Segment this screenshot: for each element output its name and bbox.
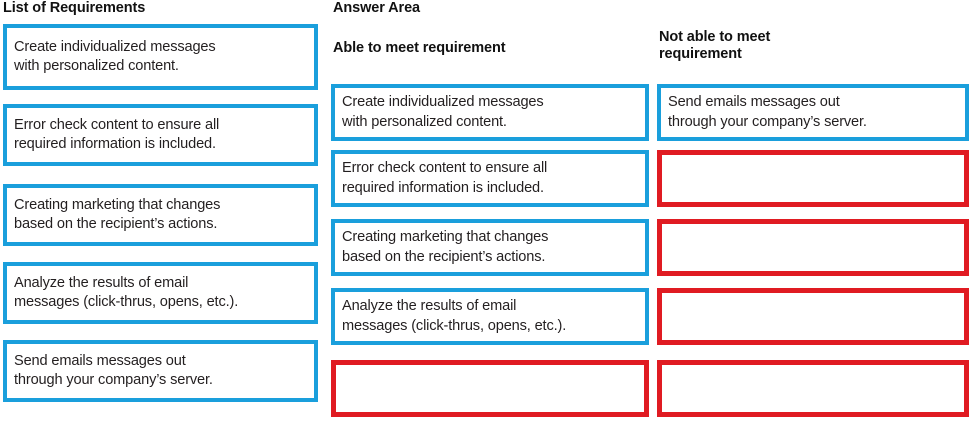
requirement-tile[interactable]: Creating marketing that changes based on…	[3, 184, 318, 246]
able-drop-slot-label: Analyze the results of email messages (c…	[342, 298, 567, 334]
requirement-tile[interactable]: Create individualized messages with pers…	[3, 24, 318, 90]
requirement-tile[interactable]: Send emails messages out through your co…	[3, 340, 318, 402]
requirement-tile-label: Analyze the results of email messages (c…	[14, 274, 239, 311]
not-able-drop-slot-empty[interactable]	[657, 219, 969, 276]
able-drop-slot-label: Error check content to ensure all requir…	[342, 160, 548, 196]
not-able-drop-slot-label: Send emails messages out through your co…	[668, 94, 867, 130]
requirement-tile[interactable]: Error check content to ensure all requir…	[3, 104, 318, 166]
able-drop-slot-label: Creating marketing that changes based on…	[342, 229, 549, 265]
able-drop-slot[interactable]: Analyze the results of email messages (c…	[331, 288, 649, 345]
not-able-drop-slot-empty[interactable]	[657, 360, 969, 417]
requirement-tile-label: Creating marketing that changes based on…	[14, 196, 221, 233]
able-to-meet-requirement-title: Able to meet requirement	[333, 40, 506, 56]
able-drop-slot-empty[interactable]	[331, 360, 649, 417]
requirement-tile-label: Create individualized messages with pers…	[14, 38, 216, 75]
able-drop-slot[interactable]: Creating marketing that changes based on…	[331, 219, 649, 276]
not-able-drop-slot[interactable]: Send emails messages out through your co…	[657, 84, 969, 141]
able-drop-slot[interactable]: Create individualized messages with pers…	[331, 84, 649, 141]
requirement-tile-label: Send emails messages out through your co…	[14, 352, 213, 389]
not-able-drop-slot-empty[interactable]	[657, 288, 969, 345]
requirement-tile[interactable]: Analyze the results of email messages (c…	[3, 262, 318, 324]
answer-area-title: Answer Area	[333, 0, 421, 16]
not-able-to-meet-requirement-title: Not able to meet requirement	[659, 29, 771, 62]
list-of-requirements-title: List of Requirements	[3, 0, 146, 16]
able-drop-slot[interactable]: Error check content to ensure all requir…	[331, 150, 649, 207]
requirement-tile-label: Error check content to ensure all requir…	[14, 116, 220, 153]
not-able-drop-slot-empty[interactable]	[657, 150, 969, 207]
able-drop-slot-label: Create individualized messages with pers…	[342, 94, 544, 130]
